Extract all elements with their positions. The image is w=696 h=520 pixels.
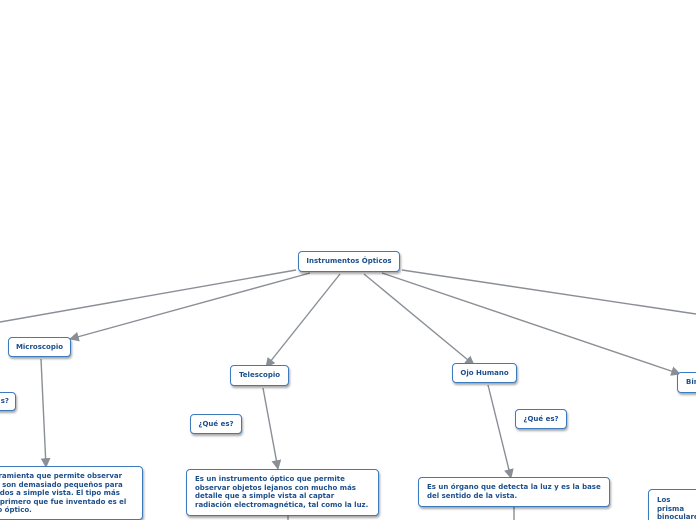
- branch-node-ojo-humano[interactable]: Ojo Humano: [452, 363, 517, 383]
- question-node-left[interactable]: s?: [0, 392, 16, 411]
- definition-node-binoculares[interactable]: Los prisma binoculare óptico usa: [648, 489, 696, 520]
- connector-telescopio-definition: [262, 387, 282, 470]
- connector-ojo-humano-definition: [487, 384, 514, 479]
- connector-root-ojo-humano: [363, 273, 475, 366]
- connector-root-binoculares: [381, 272, 681, 376]
- connector-root-microscopio: [69, 272, 311, 342]
- branch-node-binoculares[interactable]: Bin: [677, 372, 696, 393]
- definition-node-telescopio[interactable]: Es un instrumento óptico que permite obs…: [186, 469, 379, 516]
- connector-root-right-offscreen: [401, 269, 696, 315]
- question-node-ojo-humano[interactable]: ¿Qué es?: [515, 409, 567, 429]
- connector-microscopio-definition: [40, 358, 51, 468]
- definition-node-microscopio[interactable]: rramienta que permite observar e son dem…: [0, 466, 143, 520]
- root-node-instrumentos-opticos[interactable]: Instrumentos Ópticos: [298, 251, 400, 272]
- definition-node-ojo-humano[interactable]: Es un órgano que detecta la luz y es la …: [418, 477, 610, 507]
- question-node-telescopio[interactable]: ¿Qué es?: [190, 414, 242, 434]
- connector-root-left-offscreen: [0, 269, 297, 323]
- branch-node-microscopio[interactable]: Microscopio: [8, 337, 71, 357]
- branch-node-telescopio[interactable]: Telescopio: [230, 365, 289, 386]
- connector-root-telescopio: [265, 273, 341, 368]
